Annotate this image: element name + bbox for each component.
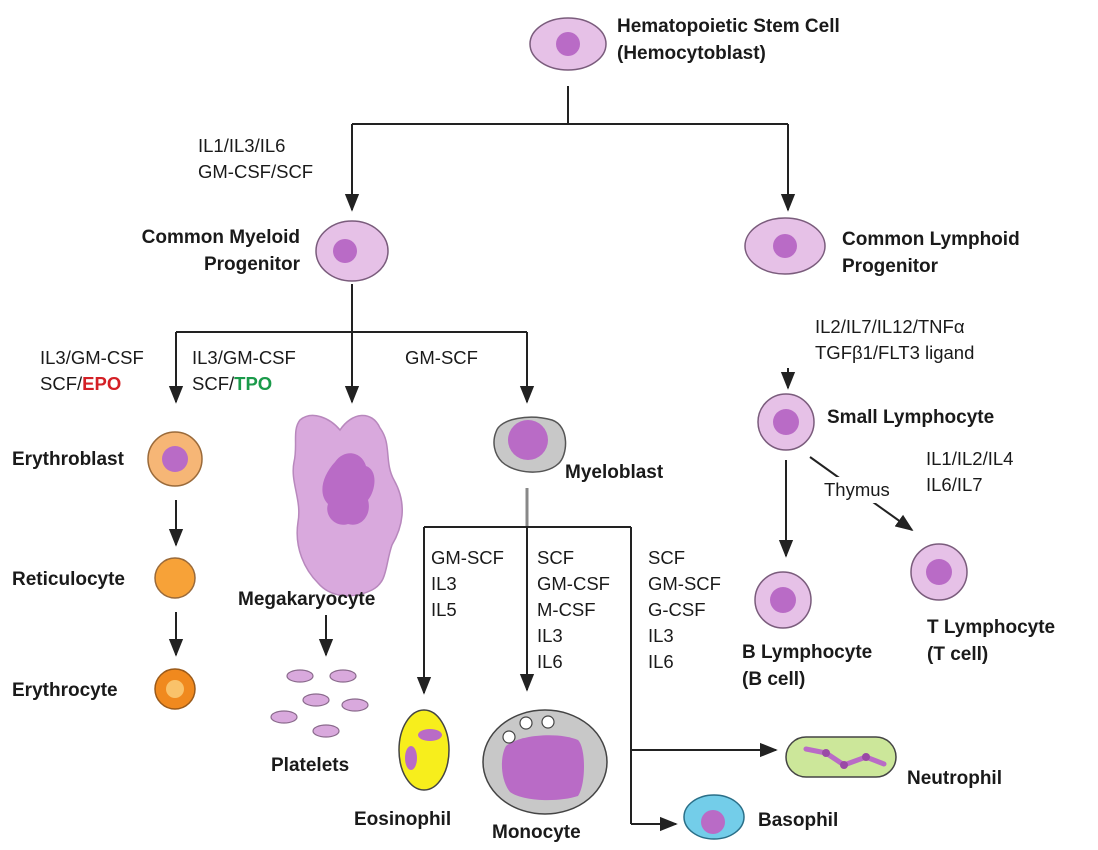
megakaryocyte-cell xyxy=(292,414,403,597)
cmp-cell xyxy=(315,220,389,282)
factors-to-t-lymphocyte: IL1/IL2/IL4 IL6/IL7 xyxy=(926,446,1013,498)
factors-to-erythroblast-prefix: SCF/ xyxy=(40,373,83,394)
factors-to-small-lymphocyte: IL2/IL7/IL12/TNFα TGFβ1/FLT3 ligand xyxy=(815,314,974,366)
factors-to-t-lymphocyte-line1: IL1/IL2/IL4 xyxy=(926,448,1014,469)
cmp-label-line1: Common Myeloid xyxy=(141,227,300,248)
myeloblast-label: Myeloblast xyxy=(565,462,664,483)
factors-to-eosinophil-line3: IL5 xyxy=(431,599,457,620)
hsc-label: Hematopoietic Stem Cell (Hemocytoblast) xyxy=(617,13,840,67)
eosinophil-label: Eosinophil xyxy=(354,809,452,830)
eosinophil-cell xyxy=(398,709,450,791)
factors-to-cmp: IL1/IL3/IL6 GM-CSF/SCF xyxy=(198,133,313,185)
factors-to-small-lymphocyte-line2: TGFβ1/FLT3 ligand xyxy=(815,342,975,363)
neutrophil-label: Neutrophil xyxy=(907,768,1002,789)
basophil-cell xyxy=(683,794,745,840)
hsc-label-line1: Hematopoietic Stem Cell xyxy=(617,16,840,37)
hsc-cell xyxy=(529,17,607,71)
factors-to-neutrophil-basophil-line1: SCF xyxy=(648,547,685,568)
factors-to-monocyte-line5: IL6 xyxy=(537,651,563,672)
tpo-highlight: TPO xyxy=(234,373,273,394)
erythroblast-cell xyxy=(147,431,203,487)
factors-to-eosinophil-line1: GM-SCF xyxy=(431,547,504,568)
factors-to-megakaryocyte-line1: IL3/GM-CSF xyxy=(192,347,296,368)
factors-to-monocyte: SCF GM-CSF M-CSF IL3 IL6 xyxy=(537,545,610,675)
clp-label: Common Lymphoid Progenitor xyxy=(842,226,1020,280)
factors-to-neutrophil-basophil-line5: IL6 xyxy=(648,651,674,672)
factors-to-neutrophil-basophil-line2: GM-SCF xyxy=(648,573,721,594)
monocyte-label: Monocyte xyxy=(492,822,581,843)
b-lymphocyte-label: B Lymphocyte (B cell) xyxy=(742,639,872,693)
monocyte-cell xyxy=(482,709,608,815)
reticulocyte-cell xyxy=(154,557,196,599)
factors-to-monocyte-line3: M-CSF xyxy=(537,599,596,620)
factors-to-eosinophil: GM-SCF IL3 IL5 xyxy=(431,545,504,623)
factors-to-monocyte-line1: SCF xyxy=(537,547,574,568)
factors-to-cmp-line2: GM-CSF/SCF xyxy=(198,161,314,182)
b-lymphocyte-label-line1: B Lymphocyte xyxy=(742,642,873,663)
factors-to-small-lymphocyte-line1: IL2/IL7/IL12/TNFα xyxy=(815,316,965,337)
cmp-label: Common Myeloid Progenitor xyxy=(96,224,300,278)
t-lymphocyte-cell xyxy=(910,543,968,601)
megakaryocyte-label: Megakaryocyte xyxy=(238,589,376,610)
factors-to-megakaryocyte-prefix: SCF/ xyxy=(192,373,235,394)
factors-to-neutrophil-basophil: SCF GM-SCF G-CSF IL3 IL6 xyxy=(648,545,721,675)
t-lymphocyte-label-line2: (T cell) xyxy=(927,644,989,665)
t-lymphocyte-label: T Lymphocyte (T cell) xyxy=(927,614,1055,668)
platelets xyxy=(270,669,369,738)
factors-to-neutrophil-basophil-line4: IL3 xyxy=(648,625,674,646)
basophil-label: Basophil xyxy=(758,810,839,831)
factors-to-megakaryocyte: IL3/GM-CSF SCF/TPO xyxy=(192,345,296,397)
hsc-label-line2: (Hemocytoblast) xyxy=(617,43,766,64)
factors-to-eosinophil-line2: IL3 xyxy=(431,573,457,594)
erythrocyte-label: Erythrocyte xyxy=(12,680,118,701)
epo-highlight: EPO xyxy=(82,373,122,394)
cmp-label-line2: Progenitor xyxy=(203,254,300,275)
factors-to-monocyte-line4: IL3 xyxy=(537,625,563,646)
erythroblast-label: Erythroblast xyxy=(12,449,124,470)
factors-to-erythroblast-line1: IL3/GM-CSF xyxy=(40,347,144,368)
factors-to-neutrophil-basophil-line3: G-CSF xyxy=(648,599,706,620)
myeloblast-cell xyxy=(493,416,567,473)
factors-to-erythroblast-line2: SCF/EPO xyxy=(40,371,144,397)
b-lymphocyte-label-line2: (B cell) xyxy=(742,669,806,690)
clp-label-line2: Progenitor xyxy=(842,256,939,277)
b-lymphocyte-cell xyxy=(754,571,812,629)
factors-to-erythroblast: IL3/GM-CSF SCF/EPO xyxy=(40,345,144,397)
reticulocyte-label: Reticulocyte xyxy=(12,569,125,590)
factors-to-cmp-line1: IL1/IL3/IL6 xyxy=(198,135,286,156)
clp-label-line1: Common Lymphoid xyxy=(842,229,1020,250)
factors-to-myeloblast: GM-SCF xyxy=(405,347,478,368)
small-lymphocyte-label: Small Lymphocyte xyxy=(827,407,995,428)
erythrocyte-cell xyxy=(154,668,196,710)
factors-to-monocyte-line2: GM-CSF xyxy=(537,573,610,594)
small-lymphocyte-cell xyxy=(757,393,815,451)
clp-cell xyxy=(744,217,826,275)
thymus-label: Thymus xyxy=(822,477,892,503)
factors-to-megakaryocyte-line2: SCF/TPO xyxy=(192,371,296,397)
platelets-label: Platelets xyxy=(271,755,350,776)
factors-to-t-lymphocyte-line2: IL6/IL7 xyxy=(926,474,983,495)
neutrophil-cell xyxy=(785,736,897,778)
connector-lines xyxy=(168,86,914,832)
t-lymphocyte-label-line1: T Lymphocyte xyxy=(927,617,1056,638)
